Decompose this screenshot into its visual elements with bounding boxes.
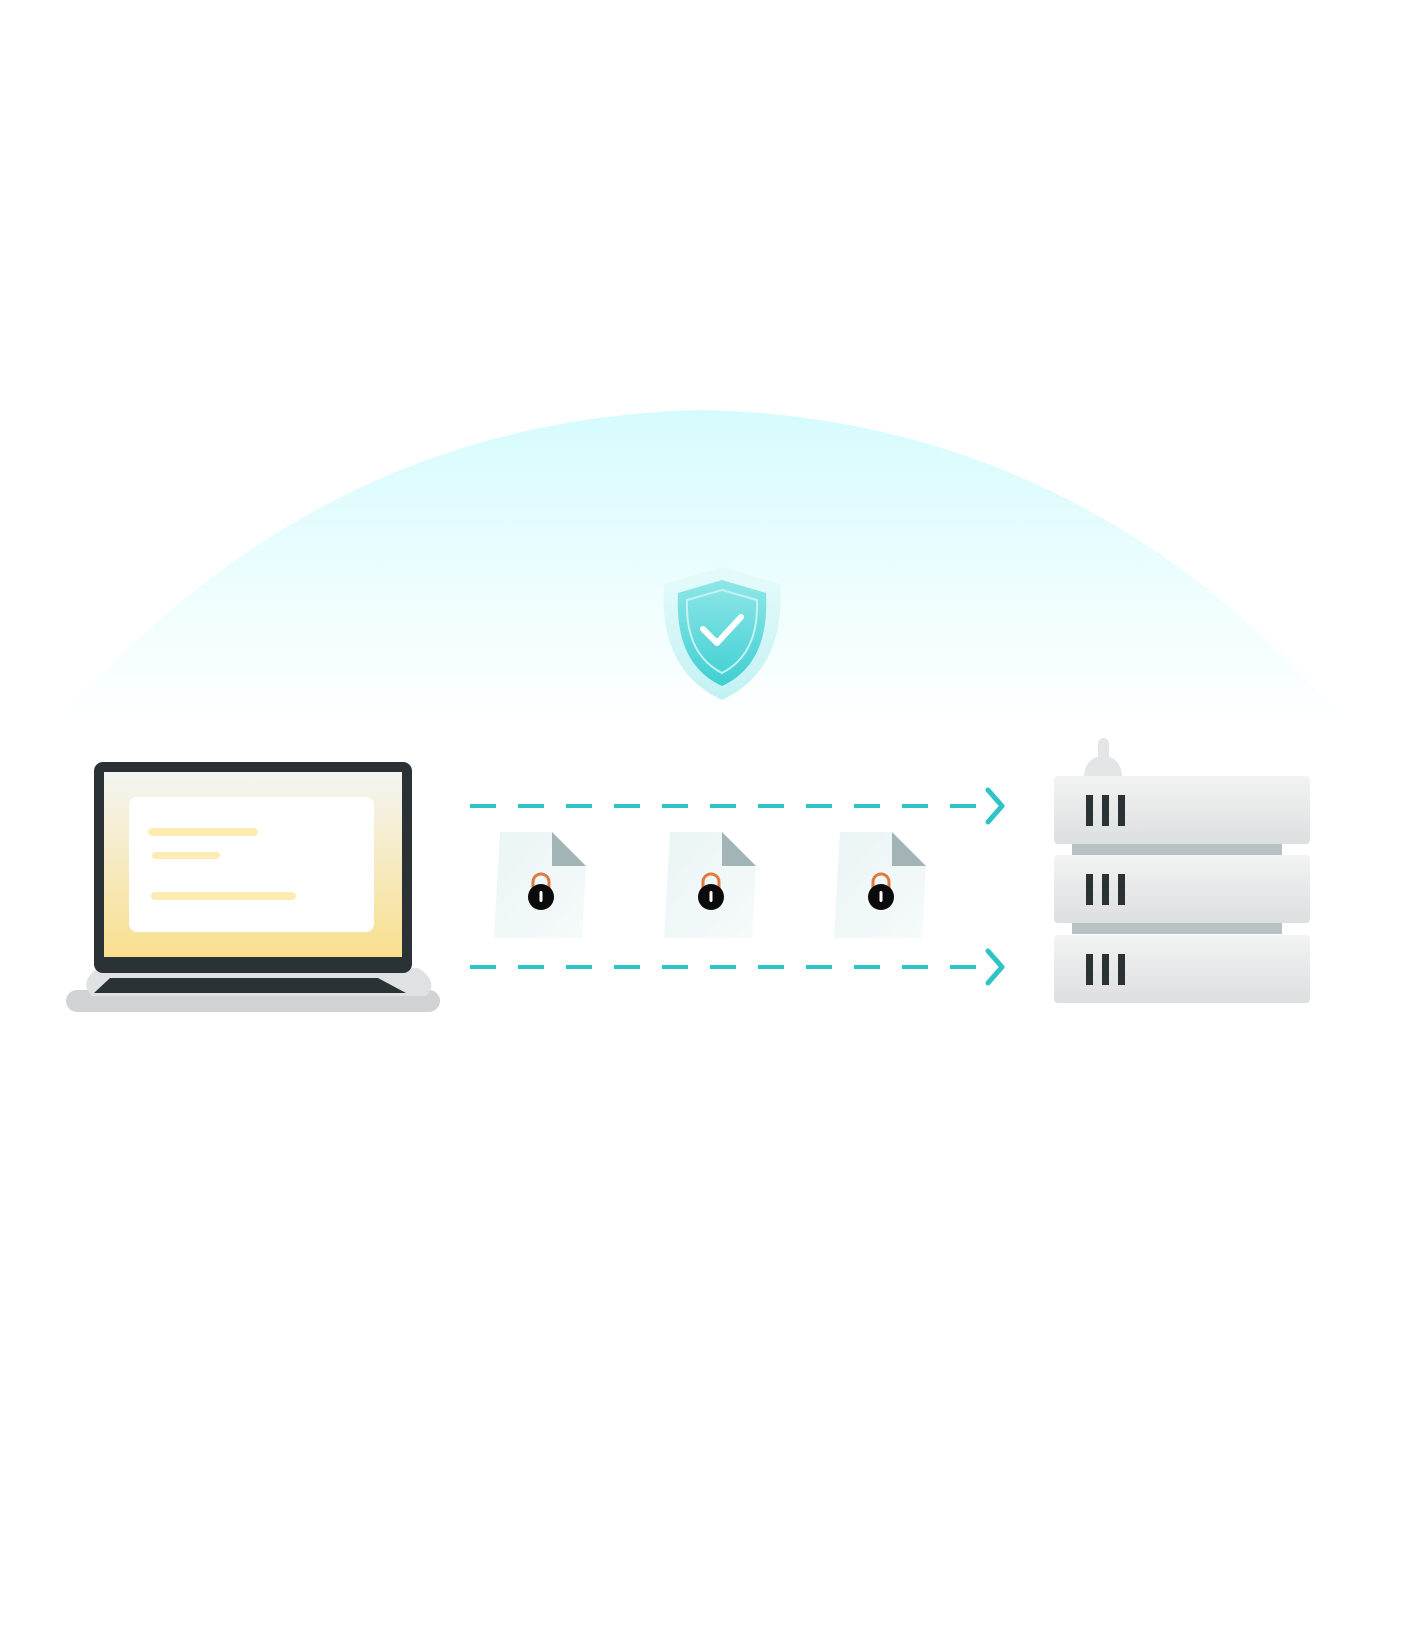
- protection-dome: [58, 410, 1346, 722]
- locked-file-icon: [492, 830, 588, 940]
- flow-arrow-bottom: [470, 948, 1005, 986]
- server-unit: [1054, 776, 1310, 844]
- locked-file-icon: [832, 830, 928, 940]
- shield-check-icon: [663, 567, 781, 700]
- server-unit: [1054, 935, 1310, 1003]
- laptop-icon: [66, 762, 440, 1012]
- server-unit: [1054, 855, 1310, 923]
- locked-file-icon: [662, 830, 758, 940]
- server-rack-icon: [1054, 738, 1310, 1003]
- flow-arrow-top: [470, 787, 1005, 825]
